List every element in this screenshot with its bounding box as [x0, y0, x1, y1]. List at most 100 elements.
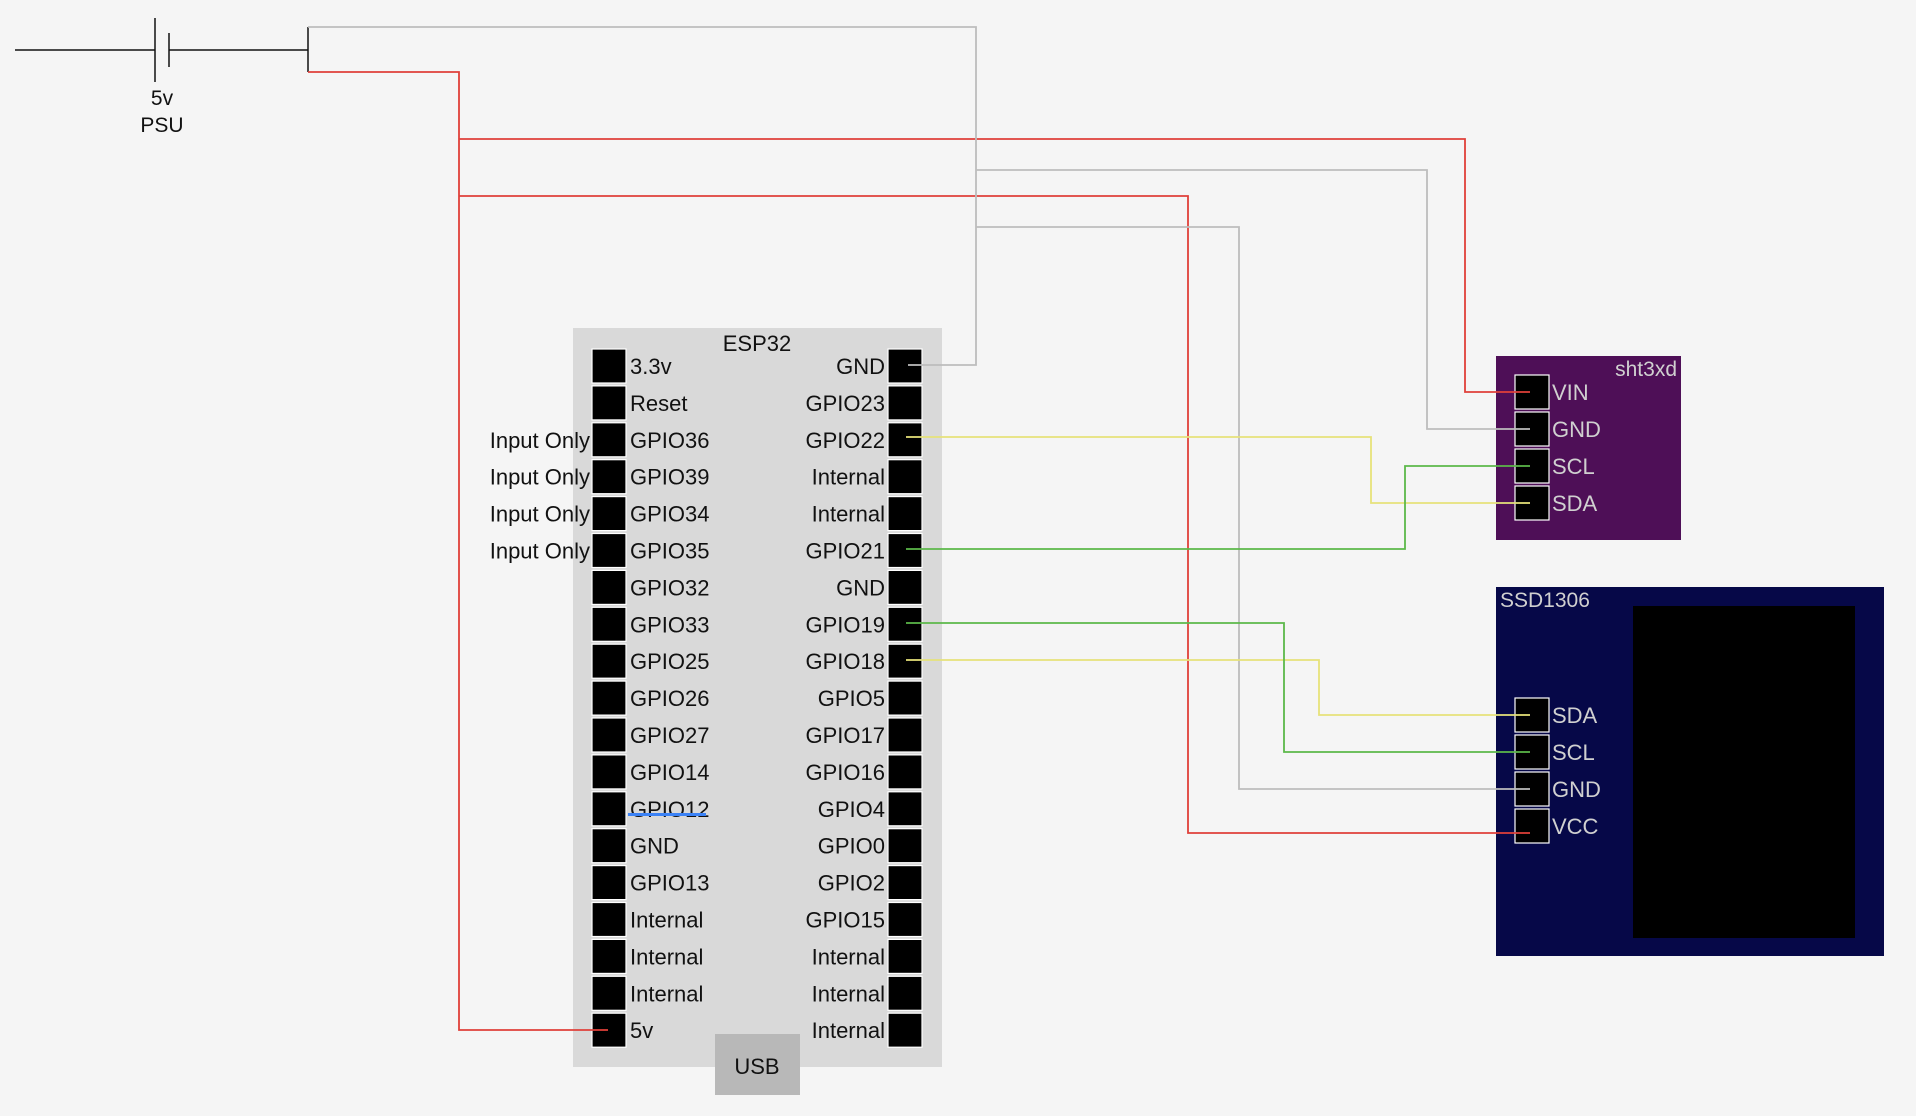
esp32-pin-left-12: [591, 754, 627, 790]
esp32-pin-left-4: [591, 459, 627, 495]
esp32-board: ESP32 USB 3.3vResetGPIO36GPIO39GPIO34GPI…: [490, 328, 942, 1095]
esp32-pin-left-15: [591, 864, 627, 901]
esp32-pin-left-9: [591, 643, 627, 679]
ssd1306-title: SSD1306: [1500, 589, 1590, 612]
sht3xd-pin-label-vin: VIN: [1552, 380, 1589, 405]
esp32-pin-right-3: [887, 422, 923, 458]
usb-label: USB: [734, 1054, 779, 1079]
esp32-pin-label-5v: 5v: [630, 1018, 653, 1043]
esp32-pin-left-13: [591, 791, 627, 827]
esp32-pin-left-1: [591, 348, 627, 384]
esp32-pin-left-2: [591, 385, 627, 421]
esp32-pin-right-17: [887, 938, 923, 975]
esp32-pin-right-19: [887, 1012, 923, 1048]
esp32-pin-label-internal: Internal: [812, 981, 885, 1006]
esp32-pin-label-gpio15: GPIO15: [806, 908, 885, 933]
esp32-pin-label-gpio5: GPIO5: [818, 686, 885, 711]
esp32-pin-left-16: [591, 901, 627, 938]
wire-gpio22-to-sht3xd-sda: [906, 436, 1530, 504]
esp32-pin-label-gpio12: GPIO12: [630, 797, 709, 822]
esp32-pin-left-8: [591, 606, 627, 642]
esp32-pin-label-internal: Internal: [812, 502, 885, 527]
ssd1306-pin-vcc: [1514, 808, 1550, 844]
psu: 5v PSU: [15, 18, 309, 137]
esp32-pin-right-11: [887, 717, 923, 753]
input-only-note: Input Only: [490, 539, 590, 564]
esp32-pin-label-internal: Internal: [630, 908, 703, 933]
esp32-pin-label-gpio22: GPIO22: [806, 428, 885, 453]
esp32-pin-label-gpio25: GPIO25: [630, 649, 709, 674]
esp32-pin-label-gpio19: GPIO19: [806, 612, 885, 637]
ssd1306-pin-label-vcc: VCC: [1552, 814, 1599, 839]
esp32-pin-right-5: [887, 496, 923, 532]
wire-psu-positive-trunk: [308, 71, 608, 1031]
esp32-pin-label-gpio16: GPIO16: [806, 760, 885, 785]
psu-voltage-label: 5v: [151, 87, 174, 110]
esp32-title: ESP32: [723, 331, 792, 356]
input-only-note: Input Only: [490, 428, 590, 453]
wire-ground-to-sht3xd: [976, 169, 1530, 430]
esp32-pin-right-4: [887, 459, 923, 495]
esp32-pin-right-1: [887, 348, 923, 384]
esp32-pin-right-14: [887, 828, 923, 864]
psu-name-label: PSU: [140, 114, 183, 137]
esp32-pin-label-reset: Reset: [630, 391, 687, 416]
esp32-pin-label-gpio32: GPIO32: [630, 575, 709, 600]
esp32-pin-label-gnd: GND: [836, 575, 885, 600]
esp32-pin-left-5: [591, 496, 627, 532]
esp32-pin-label-gpio36: GPIO36: [630, 428, 709, 453]
wires: [308, 26, 1530, 1031]
wire-power-to-ssd1306-vcc: [459, 195, 1530, 834]
esp32-pin-label-internal: Internal: [630, 981, 703, 1006]
esp32-pin-label-gpio14: GPIO14: [630, 760, 709, 785]
esp32-pin-right-8: [887, 606, 923, 642]
esp32-pin-label-gpio17: GPIO17: [806, 723, 885, 748]
ssd1306-pin-label-gnd: GND: [1552, 777, 1601, 802]
esp32-pin-left-3: [591, 422, 627, 458]
esp32-pin-right-16: [887, 901, 923, 938]
wire-ground-to-ssd1306: [976, 226, 1530, 790]
esp32-pin-label-internal: Internal: [812, 465, 885, 490]
esp32-pin-left-14: [591, 828, 627, 864]
esp32-pin-right-18: [887, 975, 923, 1011]
esp32-pin-right-15: [887, 864, 923, 901]
esp32-pin-left-17: [591, 938, 627, 975]
esp32-pin-label-gpio21: GPIO21: [806, 539, 885, 564]
wire-gpio19-to-ssd1306-scl: [906, 622, 1530, 753]
usb-port: [715, 1034, 800, 1095]
input-only-note: Input Only: [490, 502, 590, 527]
sht3xd-pin-label-sda: SDA: [1552, 491, 1598, 516]
esp32-pin-label-gnd: GND: [630, 834, 679, 859]
esp32-pin-right-9: [887, 643, 923, 679]
esp32-pin-left-7: [591, 569, 627, 606]
esp32-pin-label-gpio34: GPIO34: [630, 502, 709, 527]
esp32-pin-label-gpio35: GPIO35: [630, 539, 709, 564]
esp32-pin-label-3-3v: 3.3v: [630, 354, 672, 379]
ssd1306-pin-label-sda: SDA: [1552, 703, 1598, 728]
esp32-pin-label-internal: Internal: [812, 1018, 885, 1043]
gpio12-highlight: [628, 813, 706, 816]
esp32-pin-label-gpio33: GPIO33: [630, 612, 709, 637]
esp32-pin-label-internal: Internal: [812, 944, 885, 969]
sht3xd-title: sht3xd: [1615, 358, 1677, 381]
esp32-pin-label-gpio13: GPIO13: [630, 871, 709, 896]
ssd1306-screen: [1633, 606, 1855, 938]
esp32-pin-label-gpio23: GPIO23: [806, 391, 885, 416]
esp32-pin-label-gnd: GND: [836, 354, 885, 379]
esp32-pin-label-internal: Internal: [630, 944, 703, 969]
esp32-pin-right-10: [887, 680, 923, 716]
esp32-pin-right-2: [887, 385, 923, 421]
esp32-pin-label-gpio4: GPIO4: [818, 797, 885, 822]
esp32-pin-left-10: [591, 680, 627, 716]
sht3xd-pin-label-gnd: GND: [1552, 417, 1601, 442]
esp32-pin-left-18: [591, 975, 627, 1011]
wire-gpio21-to-sht3xd-scl: [906, 465, 1530, 550]
esp32-pin-label-gpio39: GPIO39: [630, 465, 709, 490]
input-only-note: Input Only: [490, 465, 590, 490]
